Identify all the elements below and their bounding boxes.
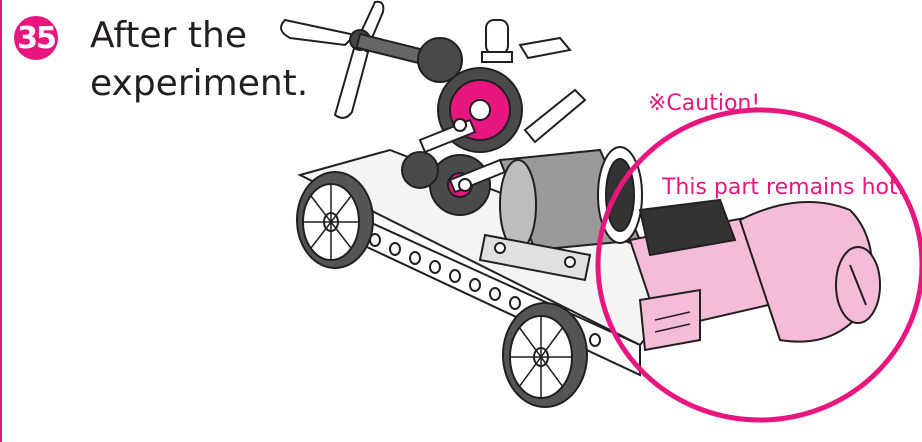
- support-arm: [520, 38, 585, 142]
- hot-burner-part: [630, 200, 880, 350]
- front-left-wheel: [297, 172, 373, 268]
- rear-left-wheel: [503, 303, 587, 407]
- engine-cylinder: [500, 147, 642, 250]
- lamp-post: [482, 20, 512, 62]
- propeller: [281, 2, 383, 118]
